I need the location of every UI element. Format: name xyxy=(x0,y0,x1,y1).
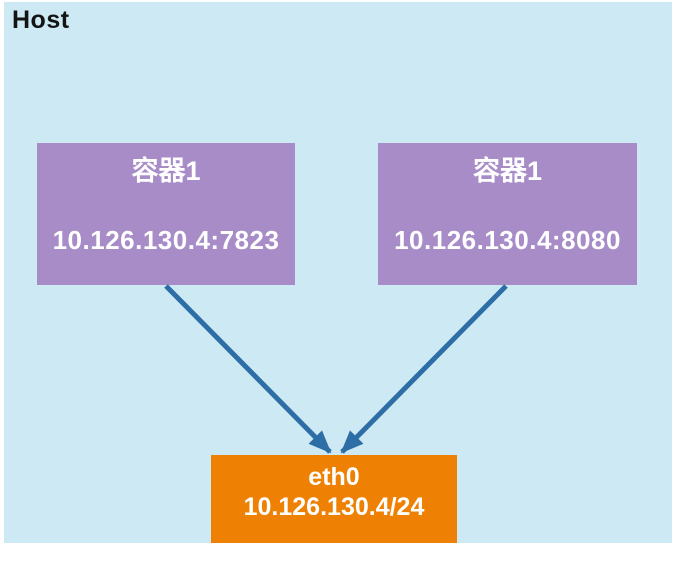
container-2-address: 10.126.130.4:8080 xyxy=(394,224,621,255)
container-1-address: 10.126.130.4:7823 xyxy=(52,224,280,255)
container-2-title: 容器1 xyxy=(472,156,543,186)
eth0-name: eth0 xyxy=(308,463,360,491)
eth0-box: eth0 10.126.130.4/24 xyxy=(211,455,457,543)
container-box-2: 容器1 10.126.130.4:8080 xyxy=(378,143,637,285)
arrow-container2-to-eth0 xyxy=(340,284,508,454)
host-container: Host 容器1 10.126.130.4:7823 容器1 10.126.13… xyxy=(4,2,672,543)
arrow-container1-to-eth0 xyxy=(164,284,332,454)
container-1-title: 容器1 xyxy=(131,156,201,186)
host-label: Host xyxy=(12,6,70,34)
container-box-1: 容器1 10.126.130.4:7823 xyxy=(37,143,295,285)
eth0-address: 10.126.130.4/24 xyxy=(243,492,425,521)
